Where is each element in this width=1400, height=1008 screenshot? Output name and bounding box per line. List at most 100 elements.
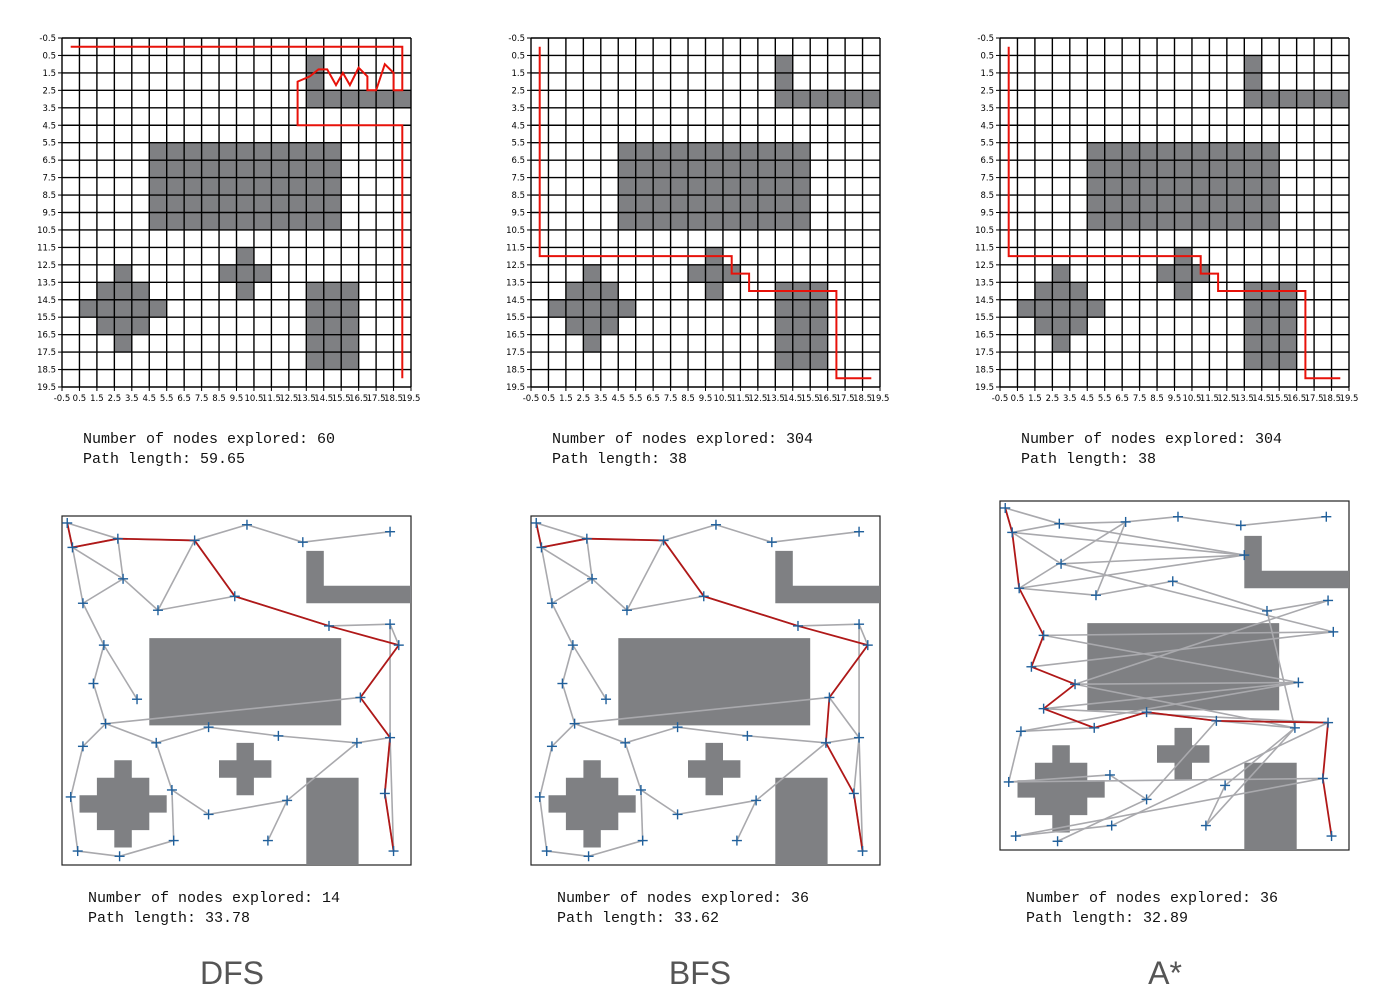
roadmap-edge xyxy=(1007,731,1022,783)
roadmap-node xyxy=(385,619,396,630)
x-tick-label: 19.5 xyxy=(871,394,890,404)
roadmap-edge xyxy=(1005,507,1060,525)
obstacle-cell xyxy=(792,299,811,318)
y-tick-label: 18.5 xyxy=(506,366,525,376)
roadmap-edge xyxy=(246,523,304,543)
x-tick-label: 10.5 xyxy=(244,394,263,404)
roadmap-path-segment xyxy=(1043,683,1076,710)
y-tick-label: 11.5 xyxy=(37,243,56,253)
roadmap-path-segment xyxy=(383,737,391,794)
roadmap-edge xyxy=(1011,531,1062,565)
obstacle-cell xyxy=(792,317,811,335)
bfs-grid-nodes-explored: Number of nodes explored: 304 xyxy=(552,431,814,448)
roadmap-node xyxy=(273,730,284,741)
roadmap-edge xyxy=(77,850,120,858)
x-tick-label: 16.5 xyxy=(818,394,837,404)
y-tick-label: 6.5 xyxy=(42,156,56,166)
y-tick-label: 1.5 xyxy=(42,69,56,79)
obstacle-cell xyxy=(1034,317,1053,335)
obstacle-cell xyxy=(688,195,706,213)
obstacle-cell xyxy=(201,212,220,230)
obstacle-cell xyxy=(288,212,307,230)
x-tick-label: 3.5 xyxy=(1063,394,1077,404)
obstacle-cell xyxy=(96,317,115,335)
x-tick-label: 5.5 xyxy=(1098,394,1112,404)
roadmap-node xyxy=(1052,836,1063,847)
roadmap-edge xyxy=(1074,599,1329,685)
obstacle-cell xyxy=(236,177,254,196)
roadmap-edge xyxy=(1019,554,1245,590)
obstacle-cell xyxy=(792,90,811,108)
x-tick-label: 4.5 xyxy=(611,394,625,404)
obstacle-cell xyxy=(236,212,254,230)
obstacle-cell xyxy=(323,334,342,353)
roadmap-node xyxy=(351,737,362,748)
roadmap-node xyxy=(742,730,753,741)
obstacle-cell xyxy=(827,90,846,108)
roadmap-edge xyxy=(82,723,107,747)
obstacle-cell xyxy=(1174,264,1192,283)
bfs-roadmap-panel xyxy=(530,515,881,866)
obstacle-cell xyxy=(583,299,601,318)
bfs-roadmap-stats: Number of nodes explored: 36 Path length… xyxy=(557,889,809,929)
y-tick-label: 13.5 xyxy=(37,278,56,288)
roadmap-edge xyxy=(171,789,175,841)
obstacle-cell xyxy=(1261,142,1280,161)
roadmap-edge xyxy=(356,736,391,744)
roadmap-obstacle xyxy=(548,760,636,848)
obstacle-cell xyxy=(306,299,324,318)
obstacle-cell xyxy=(341,282,359,300)
roadmap-node xyxy=(820,737,831,748)
roadmap-edge xyxy=(1095,580,1173,597)
roadmap-node xyxy=(1235,520,1246,531)
obstacle-cell xyxy=(1122,212,1140,230)
roadmap-node xyxy=(637,835,648,846)
obstacle-cell xyxy=(201,195,220,213)
y-tick-label: 16.5 xyxy=(975,331,994,341)
roadmap-obstacle xyxy=(618,638,811,726)
obstacle-cell xyxy=(253,142,272,161)
obstacle-cell xyxy=(306,352,324,370)
obstacle-cell xyxy=(775,90,793,108)
roadmap-node xyxy=(1015,726,1026,737)
roadmap-path-segment xyxy=(662,539,705,597)
roadmap-obstacle xyxy=(688,742,741,796)
astar-grid-path-length: Path length: 38 xyxy=(1021,451,1157,468)
roadmap-edge xyxy=(1145,720,1217,800)
roadmap-node xyxy=(601,694,612,705)
x-tick-label: 17.5 xyxy=(367,394,386,404)
roadmap-edge xyxy=(1057,798,1147,842)
obstacle-cell xyxy=(688,177,706,196)
obstacle-cell xyxy=(1034,299,1053,318)
roadmap-edge xyxy=(1266,610,1296,729)
y-tick-label: 4.5 xyxy=(980,121,994,131)
roadmap-node xyxy=(1326,831,1337,842)
obstacle-cell xyxy=(253,177,272,196)
obstacle-cell xyxy=(184,212,202,230)
x-tick-label: 8.5 xyxy=(1150,394,1164,404)
obstacle-cell xyxy=(845,90,863,108)
x-tick-label: 9.5 xyxy=(230,394,244,404)
obstacle-cell xyxy=(166,142,185,161)
dfs-roadmap-stats: Number of nodes explored: 14 Path length… xyxy=(88,889,340,929)
obstacle-cell xyxy=(1191,212,1210,230)
obstacle-cell xyxy=(184,142,202,161)
roadmap-node xyxy=(100,718,111,729)
roadmap-edge xyxy=(1043,681,1299,710)
roadmap-edge xyxy=(69,796,79,852)
roadmap-edge xyxy=(535,522,588,540)
roadmap-edge xyxy=(540,547,553,604)
obstacle-cell xyxy=(323,90,342,108)
roadmap-node xyxy=(385,732,396,743)
roadmap-edge xyxy=(1095,521,1127,596)
obstacle-cell xyxy=(670,195,689,213)
obstacle-cell xyxy=(600,282,619,300)
roadmap-edge xyxy=(389,623,400,646)
obstacle-cell xyxy=(1279,299,1297,318)
obstacle-cell xyxy=(1087,299,1105,318)
obstacle-cell xyxy=(114,299,132,318)
roadmap-path-segment xyxy=(586,537,664,542)
roadmap-obstacle xyxy=(79,760,167,848)
obstacle-cell xyxy=(1244,212,1262,230)
roadmap-edge xyxy=(267,800,288,841)
